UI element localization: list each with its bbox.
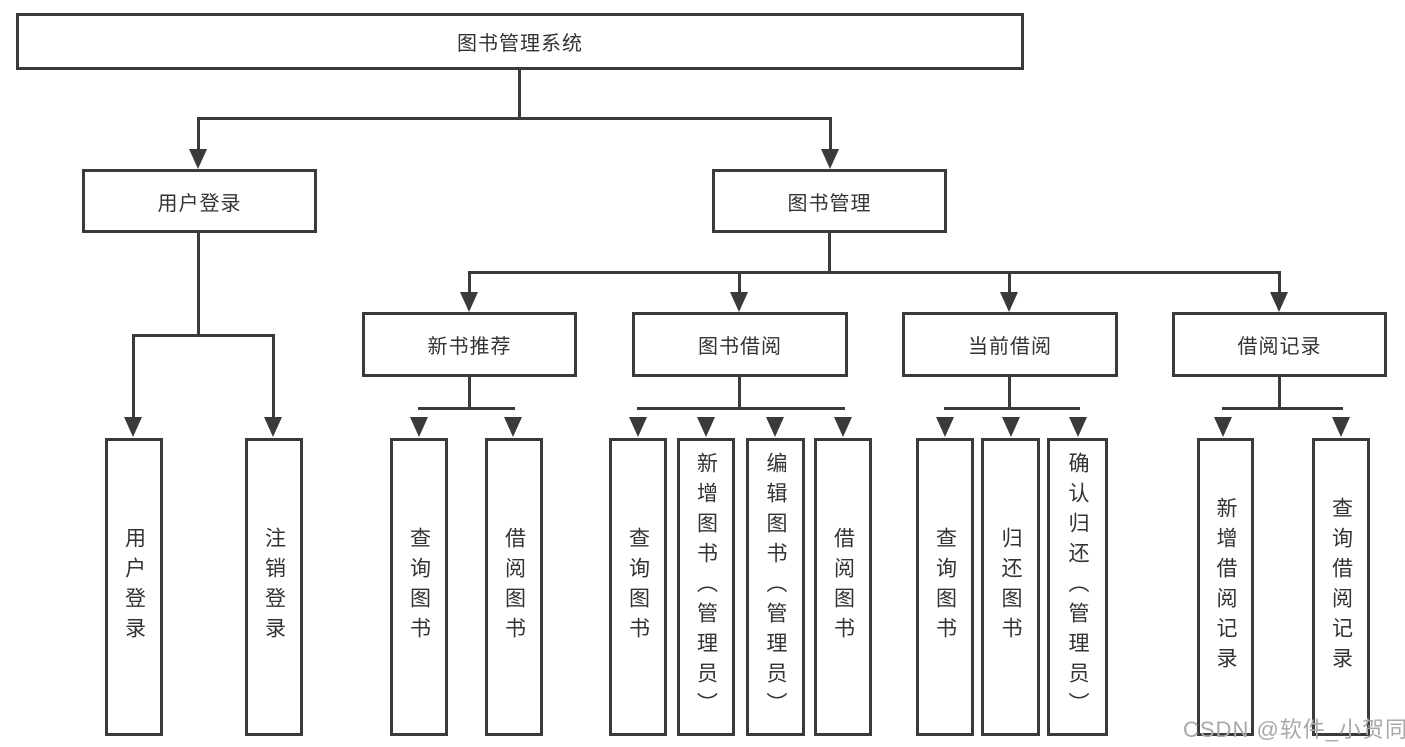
leaf-query-books-borrowing: 查询图书: [609, 438, 667, 736]
node-label: 查询图书: [626, 527, 650, 647]
leaf-logout: 注销登录: [245, 438, 303, 736]
node-label: 借阅图书: [831, 527, 855, 647]
node-label: 借阅记录: [1237, 336, 1322, 358]
connector-line: [468, 271, 1281, 274]
arrow-down-icon: [264, 417, 282, 437]
arrow-down-icon: [1069, 417, 1087, 437]
connector-line: [1222, 407, 1343, 410]
connector-line: [132, 337, 135, 417]
node-book-management: 图书管理: [712, 169, 947, 233]
arrow-down-icon: [629, 417, 647, 437]
node-label: 图书借阅: [698, 336, 782, 358]
arrow-down-icon: [460, 292, 478, 312]
connector-line: [272, 337, 275, 417]
node-label: 图书管理系统: [457, 33, 583, 55]
leaf-edit-book-admin: 编辑图书（管理员）: [746, 438, 805, 736]
connector-line: [1278, 274, 1281, 294]
arrow-down-icon: [697, 417, 715, 437]
arrow-down-icon: [410, 417, 428, 437]
arrow-down-icon: [1270, 292, 1288, 312]
node-label: 注销登录: [262, 527, 286, 647]
arrow-down-icon: [1332, 417, 1350, 437]
arrow-down-icon: [936, 417, 954, 437]
connector-line: [197, 117, 832, 120]
node-label: 确认归还（管理员）: [1066, 452, 1089, 722]
node-label: 编辑图书（管理员）: [764, 452, 787, 722]
watermark: CSDN @软件_小贺同学: [1183, 717, 1405, 742]
connector-line: [1278, 377, 1281, 410]
leaf-query-borrow-record: 查询借阅记录: [1312, 438, 1370, 736]
connector-line: [1008, 377, 1011, 410]
node-label: 用户登录: [157, 192, 242, 215]
leaf-user-login: 用户登录: [105, 438, 163, 736]
node-label: 归还图书: [999, 527, 1022, 647]
connector-line: [829, 120, 832, 152]
node-label: 新增借阅记录: [1214, 497, 1237, 677]
arrow-down-icon: [766, 417, 784, 437]
connector-line: [637, 407, 845, 410]
leaf-query-books-current: 查询图书: [916, 438, 974, 736]
node-label: 用户登录: [122, 527, 146, 647]
node-user-login: 用户登录: [82, 169, 317, 233]
node-label: 当前借阅: [968, 336, 1052, 358]
connector-line: [828, 233, 831, 274]
arrow-down-icon: [730, 292, 748, 312]
node-library-management-system: 图书管理系统: [16, 13, 1024, 70]
leaf-return-book: 归还图书: [981, 438, 1040, 736]
leaf-borrow-books-borrowing: 借阅图书: [814, 438, 872, 736]
node-label: 查询图书: [407, 527, 431, 647]
node-label: 查询图书: [933, 527, 957, 647]
leaf-query-books-recommend: 查询图书: [390, 438, 448, 736]
node-label: 图书管理: [787, 192, 872, 215]
leaf-add-borrow-record: 新增借阅记录: [1197, 438, 1254, 736]
connector-line: [197, 233, 200, 337]
connector-line: [468, 377, 471, 410]
node-borrowing-records: 借阅记录: [1172, 312, 1387, 377]
connector-line: [197, 120, 200, 152]
node-label: 新增图书（管理员）: [694, 452, 718, 722]
arrow-down-icon: [1000, 292, 1018, 312]
node-current-borrowing: 当前借阅: [902, 312, 1118, 377]
arrow-down-icon: [189, 149, 207, 169]
node-book-borrowing: 图书借阅: [632, 312, 848, 377]
connector-line: [132, 334, 275, 337]
leaf-borrow-books-recommend: 借阅图书: [485, 438, 543, 736]
arrow-down-icon: [504, 417, 522, 437]
arrow-down-icon: [124, 417, 142, 437]
connector-line: [468, 274, 471, 294]
connector-line: [738, 377, 741, 410]
node-label: 查询借阅记录: [1329, 497, 1353, 677]
arrow-down-icon: [834, 417, 852, 437]
connector-line: [518, 70, 521, 120]
connector-line: [1008, 274, 1011, 294]
node-label: 借阅图书: [502, 527, 526, 647]
leaf-confirm-return-admin: 确认归还（管理员）: [1047, 438, 1108, 736]
connector-line: [944, 407, 1080, 410]
node-label: 新书推荐: [427, 336, 512, 358]
connector-line: [418, 407, 515, 410]
arrow-down-icon: [1214, 417, 1232, 437]
leaf-add-book-admin: 新增图书（管理员）: [677, 438, 735, 736]
connector-line: [738, 274, 741, 294]
arrow-down-icon: [1002, 417, 1020, 437]
node-new-book-recommendation: 新书推荐: [362, 312, 577, 377]
arrow-down-icon: [821, 149, 839, 169]
